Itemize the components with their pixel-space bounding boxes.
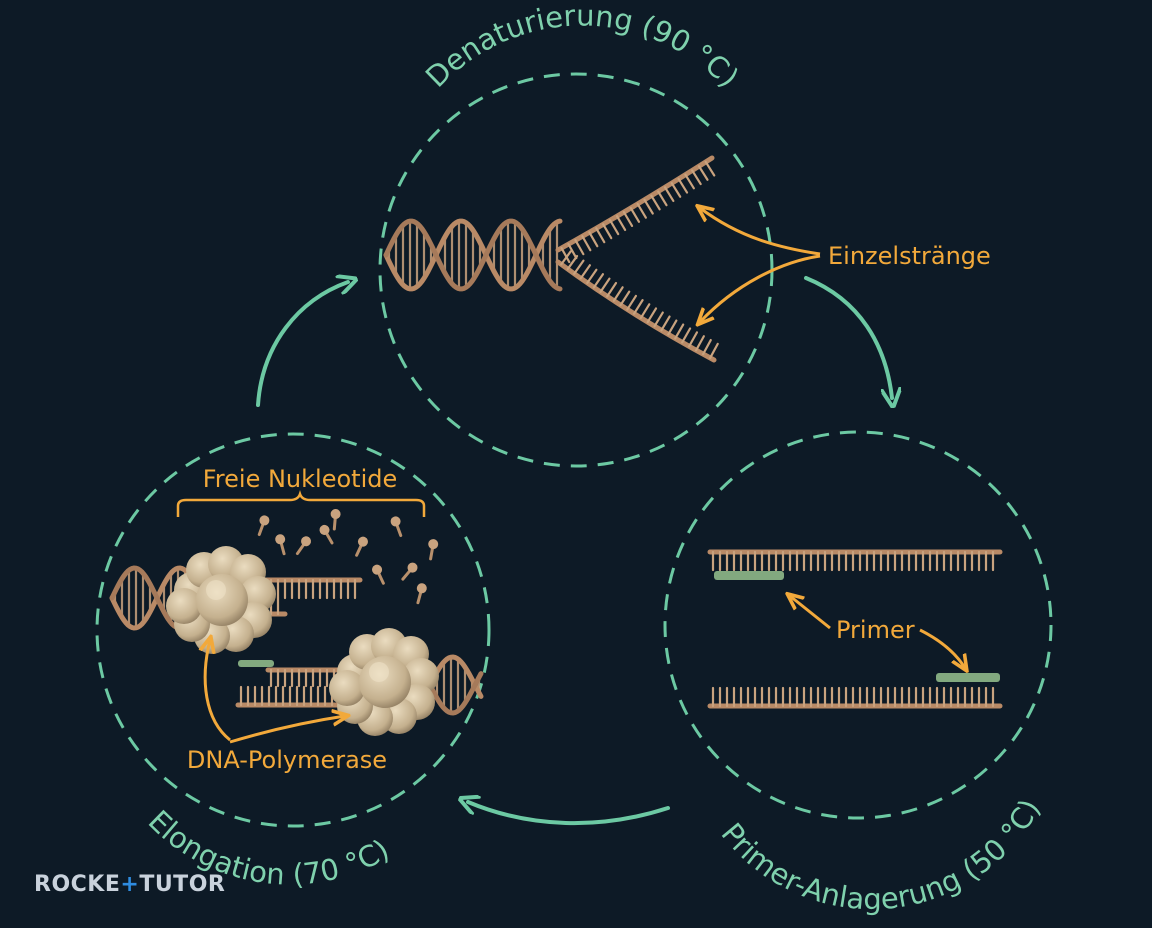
arrow-primer-lower: [919, 628, 965, 668]
arrow-polymerase-lower: [229, 716, 345, 744]
dna-double-helix: [383, 218, 563, 292]
brand-logo: ROCKE+TUTOR: [34, 872, 226, 897]
template-strand-upper: [707, 549, 1003, 572]
label-dna-polymerase: DNA-Polymerase: [187, 746, 387, 774]
arrow-primer-upper: [790, 596, 831, 630]
dna-single-strand-lower: [555, 250, 719, 363]
elongation-circle: [95, 432, 491, 828]
cycle-arrow-denaturation-to-annealing: [804, 276, 892, 398]
dna-polymerase-lower: [329, 628, 439, 736]
primer-upper: [714, 571, 784, 580]
cycle-arrow-annealing-to-elongation: [468, 802, 670, 826]
label-free-nucleotides: Freie Nukleotide: [203, 465, 397, 493]
dna-single-strand-upper: [555, 155, 716, 264]
free-nucleotides: [257, 509, 439, 605]
arrow-polymerase-upper: [205, 640, 231, 742]
arrow-single-strand-lower: [700, 254, 821, 322]
label-single-strands: Einzelstränge: [828, 242, 991, 270]
annealing-circle: [663, 430, 1053, 820]
arrow-single-strand-upper: [700, 208, 821, 256]
cycle-arrow-elongation-to-denaturation: [256, 282, 348, 407]
phase-title-annealing: Primer-Anlagerung (50 °C): [715, 793, 1047, 916]
label-primer: Primer: [836, 616, 915, 644]
template-strand-lower: [707, 686, 1003, 709]
bracket-free-nucleotides: [176, 490, 426, 517]
dna-polymerase-upper: [166, 546, 276, 654]
primer-lower: [936, 673, 1000, 682]
phase-title-denaturation: Denaturierung (90 °C): [419, 0, 746, 94]
